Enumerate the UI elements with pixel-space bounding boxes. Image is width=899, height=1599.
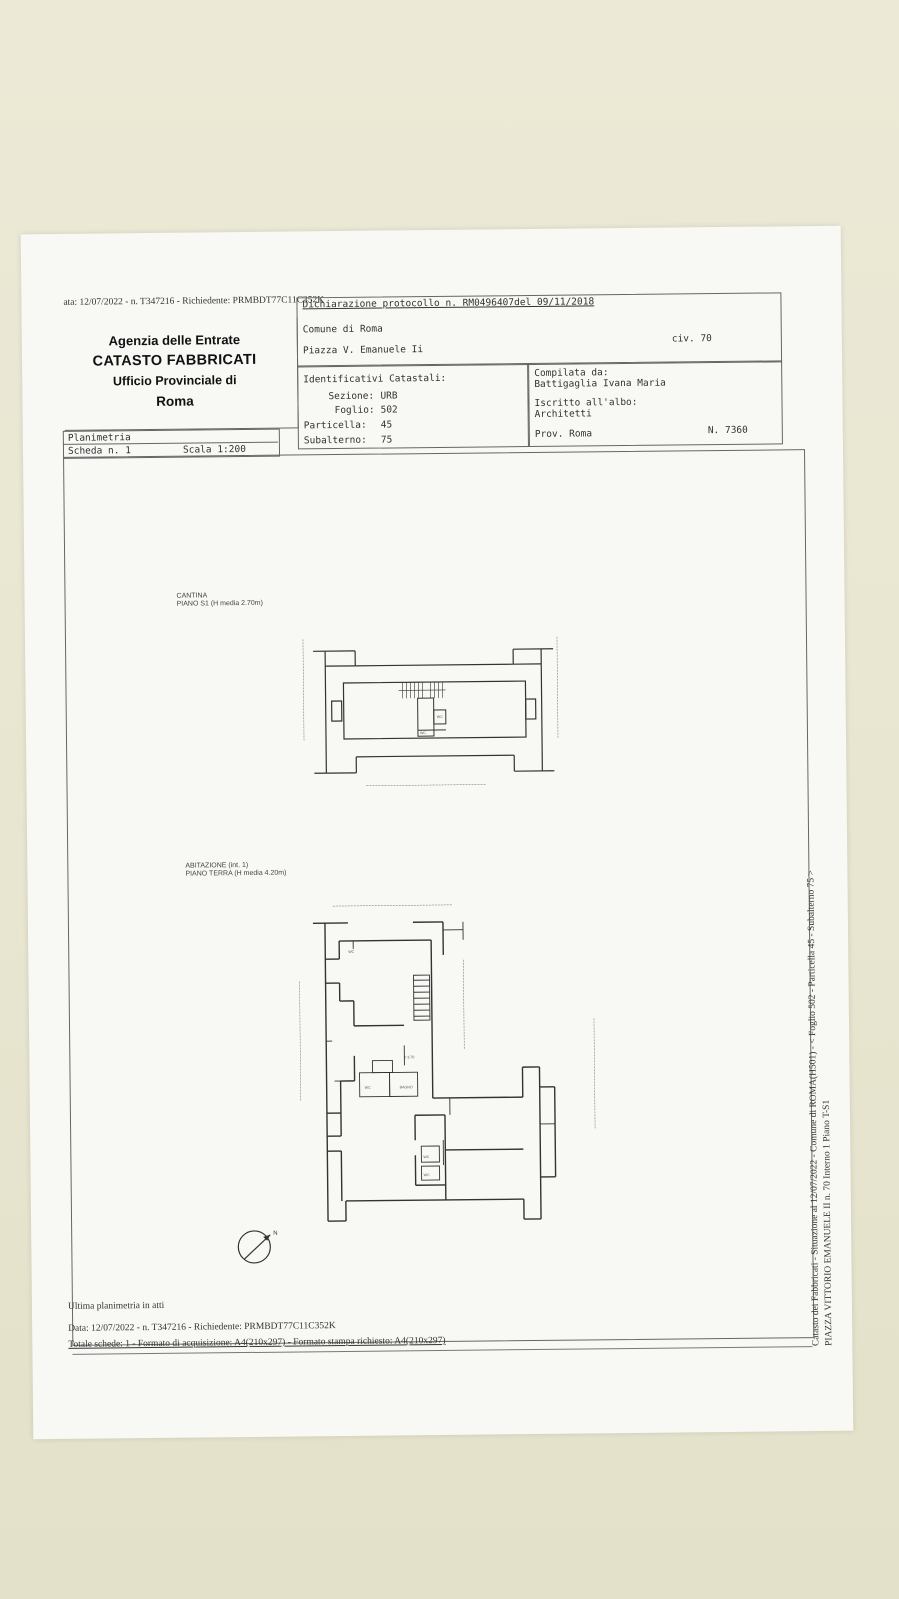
cantina-label: CANTINA PIANO S1 (H media 2.70m) xyxy=(176,592,263,609)
cantina-wc-label-2: WC xyxy=(437,715,443,719)
abitazione-floor: PIANO TERRA (H media 4.20m) xyxy=(185,869,287,878)
sezione-value: URB xyxy=(380,390,398,402)
abitazione-floor-plan: WC WC BAGNO h 3,70 WC WC xyxy=(299,904,596,1222)
particella-value: 45 xyxy=(380,419,393,431)
compilata-value: Battigaglia Ivana Maria xyxy=(534,377,666,390)
ufficio-label: Ufficio Provinciale di xyxy=(112,373,237,389)
wc-label-2: WC xyxy=(365,1086,371,1090)
sezione-label: Sezione: xyxy=(328,390,375,403)
cantina-floor: PIANO S1 (H media 2.70m) xyxy=(176,599,264,608)
foglio-value: 502 xyxy=(380,404,398,416)
north-arrow-icon: N xyxy=(237,1230,278,1264)
side-vertical-text: Catasto dei Fabbricati - Situazione al 1… xyxy=(805,870,836,1346)
cadastral-sheet: ata: 12/07/2022 - n. T347216 - Richieden… xyxy=(20,225,854,1440)
address-text: Piazza V. Emanuele Ii xyxy=(302,344,424,357)
albo-number: N. 7360 xyxy=(707,424,748,437)
subalterno-label: Subalterno: xyxy=(303,434,367,447)
abitazione-label: ABITAZIONE (int. 1) PIANO TERRA (H media… xyxy=(185,862,286,879)
wc-label-4: WC xyxy=(424,1173,430,1177)
wc-label-1: WC xyxy=(348,950,354,954)
subalterno-value: 75 xyxy=(380,434,393,446)
scheda-text: Scheda n. 1 xyxy=(67,445,131,457)
comune-text: Comune di Roma xyxy=(302,323,383,336)
prov-text: Prov. Roma xyxy=(534,428,593,440)
city-name: Roma xyxy=(156,393,194,409)
agency-block: Agenzia delle Entrate CATASTO FABBRICATI… xyxy=(72,332,278,410)
particella-label: Particella: xyxy=(303,419,367,432)
albo-label: Iscritto all'albo: xyxy=(534,396,638,409)
identificativi-title: Identificativi Catastali: xyxy=(303,372,447,386)
compilata-label: Compilata da: xyxy=(534,367,609,379)
north-label: N xyxy=(273,1231,277,1237)
agency-name: Agenzia delle Entrate xyxy=(108,332,241,349)
civ-text: civ. 70 xyxy=(671,333,712,345)
cantina-floor-plan: WC WC xyxy=(302,636,559,786)
wc-label-3: WC xyxy=(423,1155,429,1159)
albo-value: Architetti xyxy=(534,408,592,420)
header-top-line: ata: 12/07/2022 - n. T347216 - Richieden… xyxy=(63,295,325,308)
footer-line-1: Ultima planimetria in atti xyxy=(67,1300,165,1312)
foglio-label: Foglio: xyxy=(334,404,375,417)
scala-text: Scala 1:200 xyxy=(182,443,246,456)
cantina-wc-label: WC xyxy=(420,731,426,735)
catasto-title: CATASTO FABBRICATI xyxy=(92,351,257,370)
height-label: h 3,70 xyxy=(404,1055,414,1059)
bagno-label: BAGNO xyxy=(400,1085,413,1089)
planimetria-title: Planimetria xyxy=(67,432,131,444)
